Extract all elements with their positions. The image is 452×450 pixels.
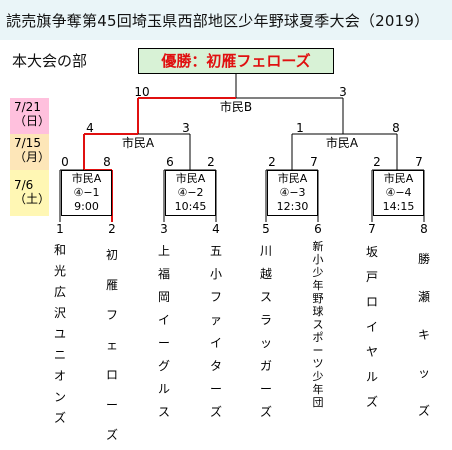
semi1-score-left: 4 xyxy=(86,121,94,135)
team-name: 五小ファイターズ xyxy=(209,244,222,419)
team-number: 8 xyxy=(420,222,428,236)
team-name: 勝瀬キッズ xyxy=(417,252,430,418)
date-semifinal: 7/15（月） xyxy=(10,134,50,170)
match-time: 14:15 xyxy=(382,200,415,213)
semi1-venue: 市民A xyxy=(121,136,155,150)
match-time: 10:45 xyxy=(174,200,207,213)
qf3-score-right: 7 xyxy=(310,155,318,169)
semi2-score-right: 8 xyxy=(392,121,400,135)
qf2-score-left: 6 xyxy=(166,155,174,169)
tournament-title: 読売旗争奪第45回埼玉県西部地区少年野球夏季大会（2019） xyxy=(6,12,430,30)
team-name: 川越スラッガーズ xyxy=(259,244,272,419)
match-number: ④−1 xyxy=(73,186,100,199)
qf2-score-right: 2 xyxy=(207,155,215,169)
team-number: 2 xyxy=(108,222,116,236)
match-number: ④−4 xyxy=(385,186,412,199)
champion-box: 優勝：初雁フェローズ xyxy=(138,48,334,74)
team-number: 5 xyxy=(262,222,270,236)
qf1-score-right: 8 xyxy=(103,155,111,169)
section-label: 本大会の部 xyxy=(12,52,88,70)
match-number: ④−3 xyxy=(279,186,306,199)
final-score-right: 3 xyxy=(339,85,347,99)
match-box-2: 市民A ④−2 10:45 xyxy=(165,170,216,216)
team-name: 初雁フェローズ xyxy=(105,248,118,442)
match-time: 12:30 xyxy=(276,200,309,213)
team-number: 6 xyxy=(314,222,322,236)
team-name: 和光広沢ユニオンズ xyxy=(53,243,66,425)
semi2-venue: 市民A xyxy=(325,136,359,150)
team-number: 1 xyxy=(56,222,64,236)
match-box-1: 市民A ④−1 9:00 xyxy=(61,170,112,216)
match-venue: 市民A xyxy=(277,172,308,185)
team-name: 新小少年野球スポーツ少年団 xyxy=(312,240,324,409)
qf1-score-left: 0 xyxy=(61,155,69,169)
match-venue: 市民A xyxy=(383,172,414,185)
match-time: 9:00 xyxy=(74,200,99,213)
team-number: 7 xyxy=(368,222,376,236)
semi1-score-right: 3 xyxy=(182,121,190,135)
title-bar: 読売旗争奪第45回埼玉県西部地区少年野球夏季大会（2019） xyxy=(0,0,452,40)
team-number: 3 xyxy=(160,222,168,236)
date-final: 7/21（日） xyxy=(10,98,50,134)
match-box-4: 市民A ④−4 14:15 xyxy=(373,170,424,216)
final-score-left: 10 xyxy=(134,85,150,99)
team-name: 坂戸ロイヤルズ xyxy=(365,245,378,409)
semi2-score-left: 1 xyxy=(296,121,304,135)
date-quarterfinal: 7/6（土） xyxy=(10,170,50,216)
match-number: ④−2 xyxy=(177,186,204,199)
match-box-3: 市民A ④−3 12:30 xyxy=(267,170,318,216)
team-name: 上福岡イーグルス xyxy=(157,244,170,419)
match-venue: 市民A xyxy=(175,172,206,185)
team-number: 4 xyxy=(212,222,220,236)
qf3-score-left: 2 xyxy=(268,155,276,169)
qf4-score-left: 2 xyxy=(373,155,381,169)
final-venue: 市民B xyxy=(219,100,253,114)
match-venue: 市民A xyxy=(71,172,102,185)
qf4-score-right: 7 xyxy=(415,155,423,169)
